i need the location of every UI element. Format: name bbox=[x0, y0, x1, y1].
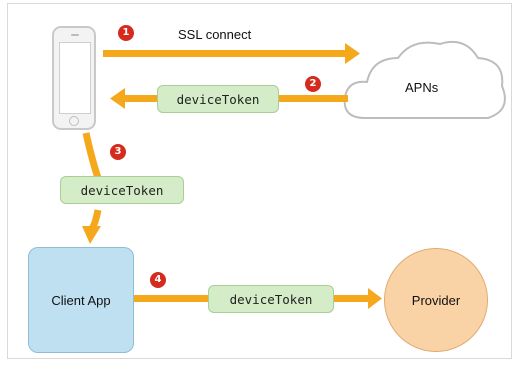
cloud-icon bbox=[343, 40, 506, 119]
ssl-connect-label: SSL connect bbox=[178, 27, 252, 42]
device-token-box-2: deviceToken bbox=[157, 85, 279, 113]
provider-label: Provider bbox=[411, 292, 461, 308]
phone-home-button bbox=[69, 116, 79, 126]
device-token-box-4: deviceToken bbox=[208, 285, 334, 313]
iphone-icon bbox=[52, 26, 96, 130]
step-badge-2: 2 bbox=[305, 76, 321, 92]
ssl-connect-arrow bbox=[103, 43, 360, 64]
client-app-label: Client App bbox=[51, 292, 111, 308]
provider-node: Provider bbox=[384, 248, 488, 352]
step-badge-1: 1 bbox=[118, 25, 134, 41]
device-token-box-3: deviceToken bbox=[60, 176, 184, 204]
phone-screen bbox=[59, 42, 91, 114]
phone-speaker bbox=[71, 34, 79, 36]
client-app-node: Client App bbox=[28, 247, 134, 353]
step-badge-4: 4 bbox=[150, 272, 166, 288]
device-to-client-arrow bbox=[82, 132, 102, 244]
step-badge-3: 3 bbox=[110, 144, 126, 160]
apns-label: APNs bbox=[405, 80, 439, 95]
